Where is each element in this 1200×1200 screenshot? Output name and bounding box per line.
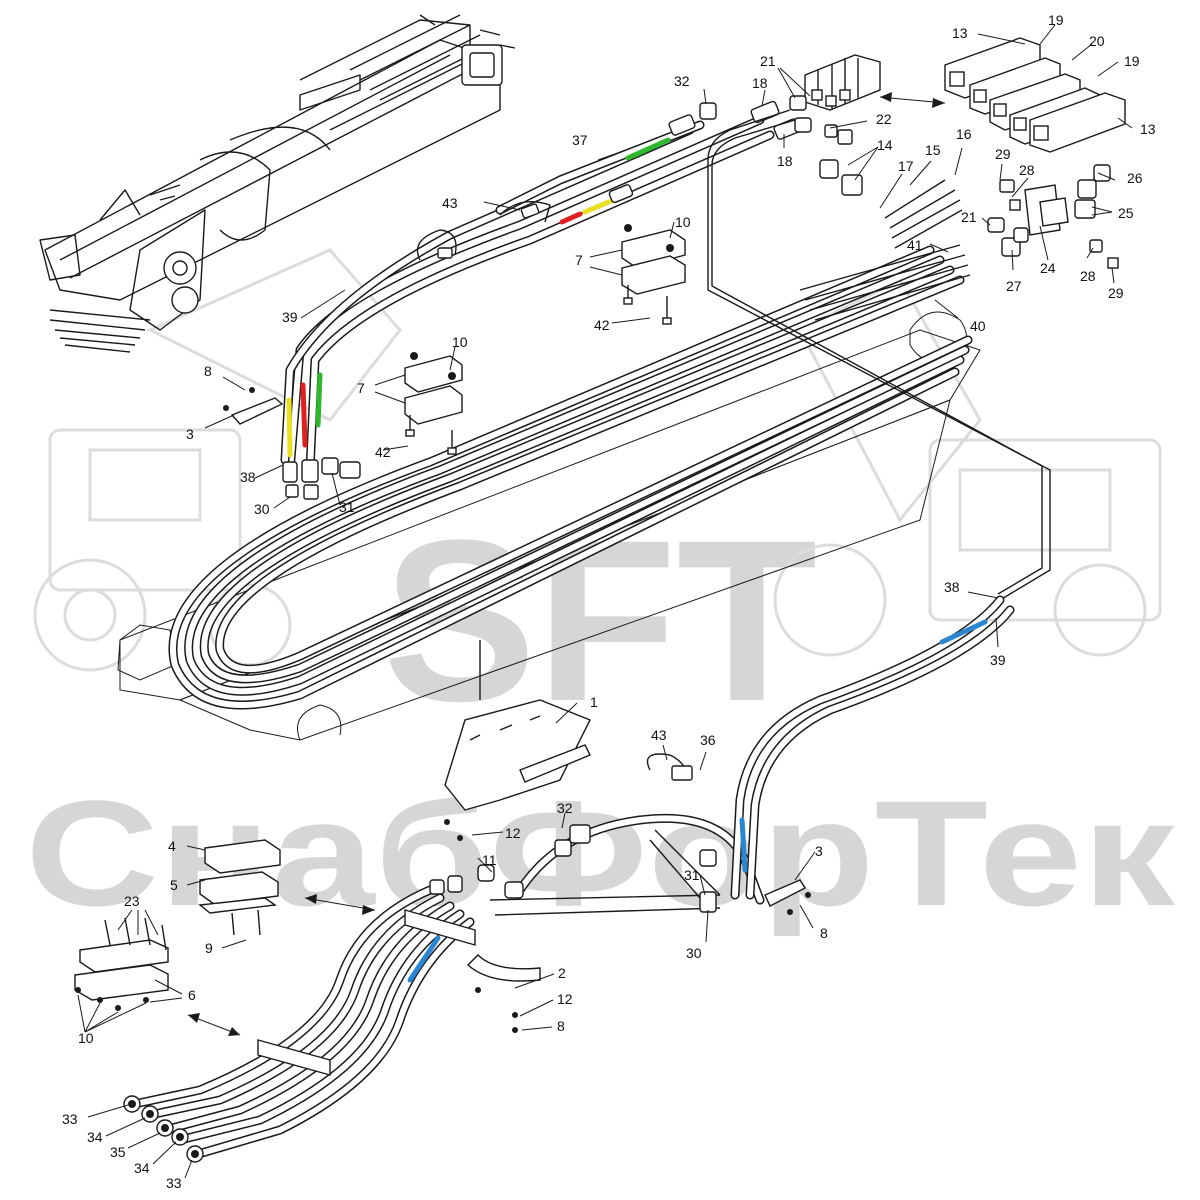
callout-42-top: 42 <box>594 317 610 333</box>
callout-33-left: 33 <box>62 1111 78 1127</box>
right-fittings <box>799 164 1119 321</box>
hose-loop-bundle <box>168 245 973 710</box>
callout-39-top: 39 <box>282 309 298 325</box>
callout-12-mid: 12 <box>505 825 521 841</box>
callout-20: 20 <box>1089 33 1105 49</box>
callout-12-bottom: 12 <box>557 991 573 1007</box>
callout-24: 24 <box>1040 260 1056 276</box>
callout-31-top: 31 <box>339 499 355 515</box>
boom-arm-illustration <box>39 14 516 353</box>
callout-13-right: 13 <box>1140 121 1156 137</box>
callout-3-top: 3 <box>186 426 194 442</box>
callout-32-bottom: 32 <box>557 800 573 816</box>
callout-33-right: 33 <box>166 1175 182 1191</box>
callout-19-right: 19 <box>1124 53 1140 69</box>
callout-10-bottom: 10 <box>78 1030 94 1046</box>
callout-35: 35 <box>110 1144 126 1160</box>
callout-10-top: 10 <box>675 214 691 230</box>
watermark-tractor-right <box>773 278 1162 657</box>
callout-37: 37 <box>572 132 588 148</box>
clamp-set-middle <box>404 352 463 455</box>
callout-15: 15 <box>925 142 941 158</box>
callout-30-top: 30 <box>254 501 270 517</box>
callout-28-right: 28 <box>1080 268 1096 284</box>
callout-38-right: 38 <box>944 579 960 595</box>
callout-26: 26 <box>1127 170 1143 186</box>
callout-25: 25 <box>1118 205 1134 221</box>
callout-4: 4 <box>168 838 176 854</box>
callout-34-left: 34 <box>87 1129 103 1145</box>
callout-29-top: 29 <box>995 146 1011 162</box>
callout-21-top: 21 <box>760 53 776 69</box>
callout-7-top: 7 <box>575 252 583 268</box>
callout-30-bottom: 30 <box>686 945 702 961</box>
lower-hoses <box>123 595 1015 1163</box>
upper-hoses <box>280 100 801 500</box>
callout-13-top: 13 <box>952 25 968 41</box>
callout-17: 17 <box>898 158 914 174</box>
callout-8-bottom-right: 8 <box>820 925 828 941</box>
callout-43-top: 43 <box>442 195 458 211</box>
callout-22: 22 <box>876 111 892 127</box>
callout-6: 6 <box>188 987 196 1003</box>
callout-3-bottom: 3 <box>815 843 823 859</box>
straps <box>416 201 693 781</box>
mounting-bracket <box>444 640 591 811</box>
callout-23: 23 <box>124 893 140 909</box>
callout-8-bottom: 8 <box>557 1018 565 1034</box>
callout-18-mid: 18 <box>777 153 793 169</box>
callout-1: 1 <box>590 694 598 710</box>
arrows <box>187 92 946 1036</box>
callout-9: 9 <box>205 940 213 956</box>
valve-block-top <box>707 54 1051 601</box>
valve-sections-exploded <box>944 37 1126 153</box>
callout-43-bottom: 43 <box>651 727 667 743</box>
clamp-set-upper <box>621 224 686 325</box>
callout-29-right: 29 <box>1108 285 1124 301</box>
callout-38-left: 38 <box>240 469 256 485</box>
callout-32-top: 32 <box>674 73 690 89</box>
callout-7-mid: 7 <box>357 380 365 396</box>
callout-5: 5 <box>170 877 178 893</box>
bracket-left-upper <box>223 387 284 425</box>
lower-clamps <box>74 839 281 1011</box>
callout-41: 41 <box>907 237 923 253</box>
callout-14: 14 <box>877 137 893 153</box>
callout-2: 2 <box>558 965 566 981</box>
callout-31-bottom: 31 <box>684 867 700 883</box>
callout-27: 27 <box>1006 278 1022 294</box>
callout-19-top: 19 <box>1048 12 1064 28</box>
callout-39-right: 39 <box>990 652 1006 668</box>
callout-10-mid: 10 <box>452 334 468 350</box>
callout-34-right: 34 <box>134 1160 150 1176</box>
leader-lines <box>77 24 1133 1179</box>
callout-18-top: 18 <box>752 75 768 91</box>
callout-40: 40 <box>970 318 986 334</box>
callout-42-mid: 42 <box>375 444 391 460</box>
callouts: 13 19 20 19 13 32 18 21 37 22 18 14 17 1… <box>62 12 1156 1191</box>
callout-8-top: 8 <box>204 363 212 379</box>
callout-21-mid: 21 <box>961 209 977 225</box>
callout-16: 16 <box>956 126 972 142</box>
callout-11: 11 <box>482 852 497 868</box>
lower-brackets <box>444 819 811 1033</box>
callout-28-top: 28 <box>1019 162 1035 178</box>
callout-36: 36 <box>700 732 716 748</box>
